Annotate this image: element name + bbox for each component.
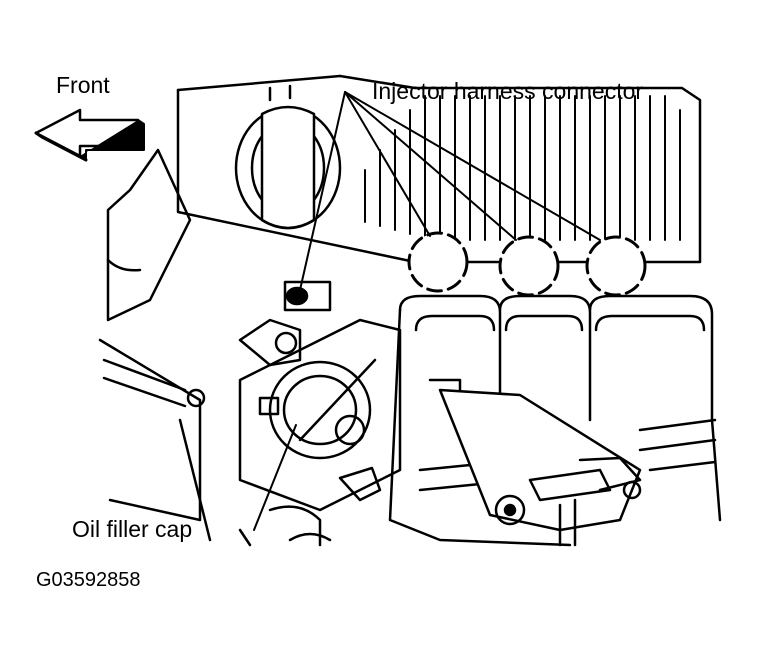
oil-filler-cap-assembly [238, 318, 402, 512]
oil-cap-leader-line [253, 424, 297, 531]
lower-pipes [238, 505, 332, 547]
filler-neck [234, 105, 342, 230]
injector-connector-marker-3 [585, 235, 647, 297]
left-engine-components [98, 148, 302, 542]
front-arrow-icon [34, 108, 145, 162]
front-label: Front [56, 72, 110, 98]
figure-id-label: G03592858 [36, 569, 141, 591]
injector-connector-marker-1 [407, 231, 469, 293]
injector-connector-markers [407, 231, 647, 297]
harness-connector-plug [283, 280, 332, 312]
injector-leader-lines [299, 91, 601, 291]
injector-connector-marker-2 [498, 235, 560, 297]
oil-filler-cap-label: Oil filler cap [72, 516, 193, 542]
injector-harness-connector-label: Injector harness connector [372, 78, 644, 104]
throttle-bracket [438, 388, 642, 547]
